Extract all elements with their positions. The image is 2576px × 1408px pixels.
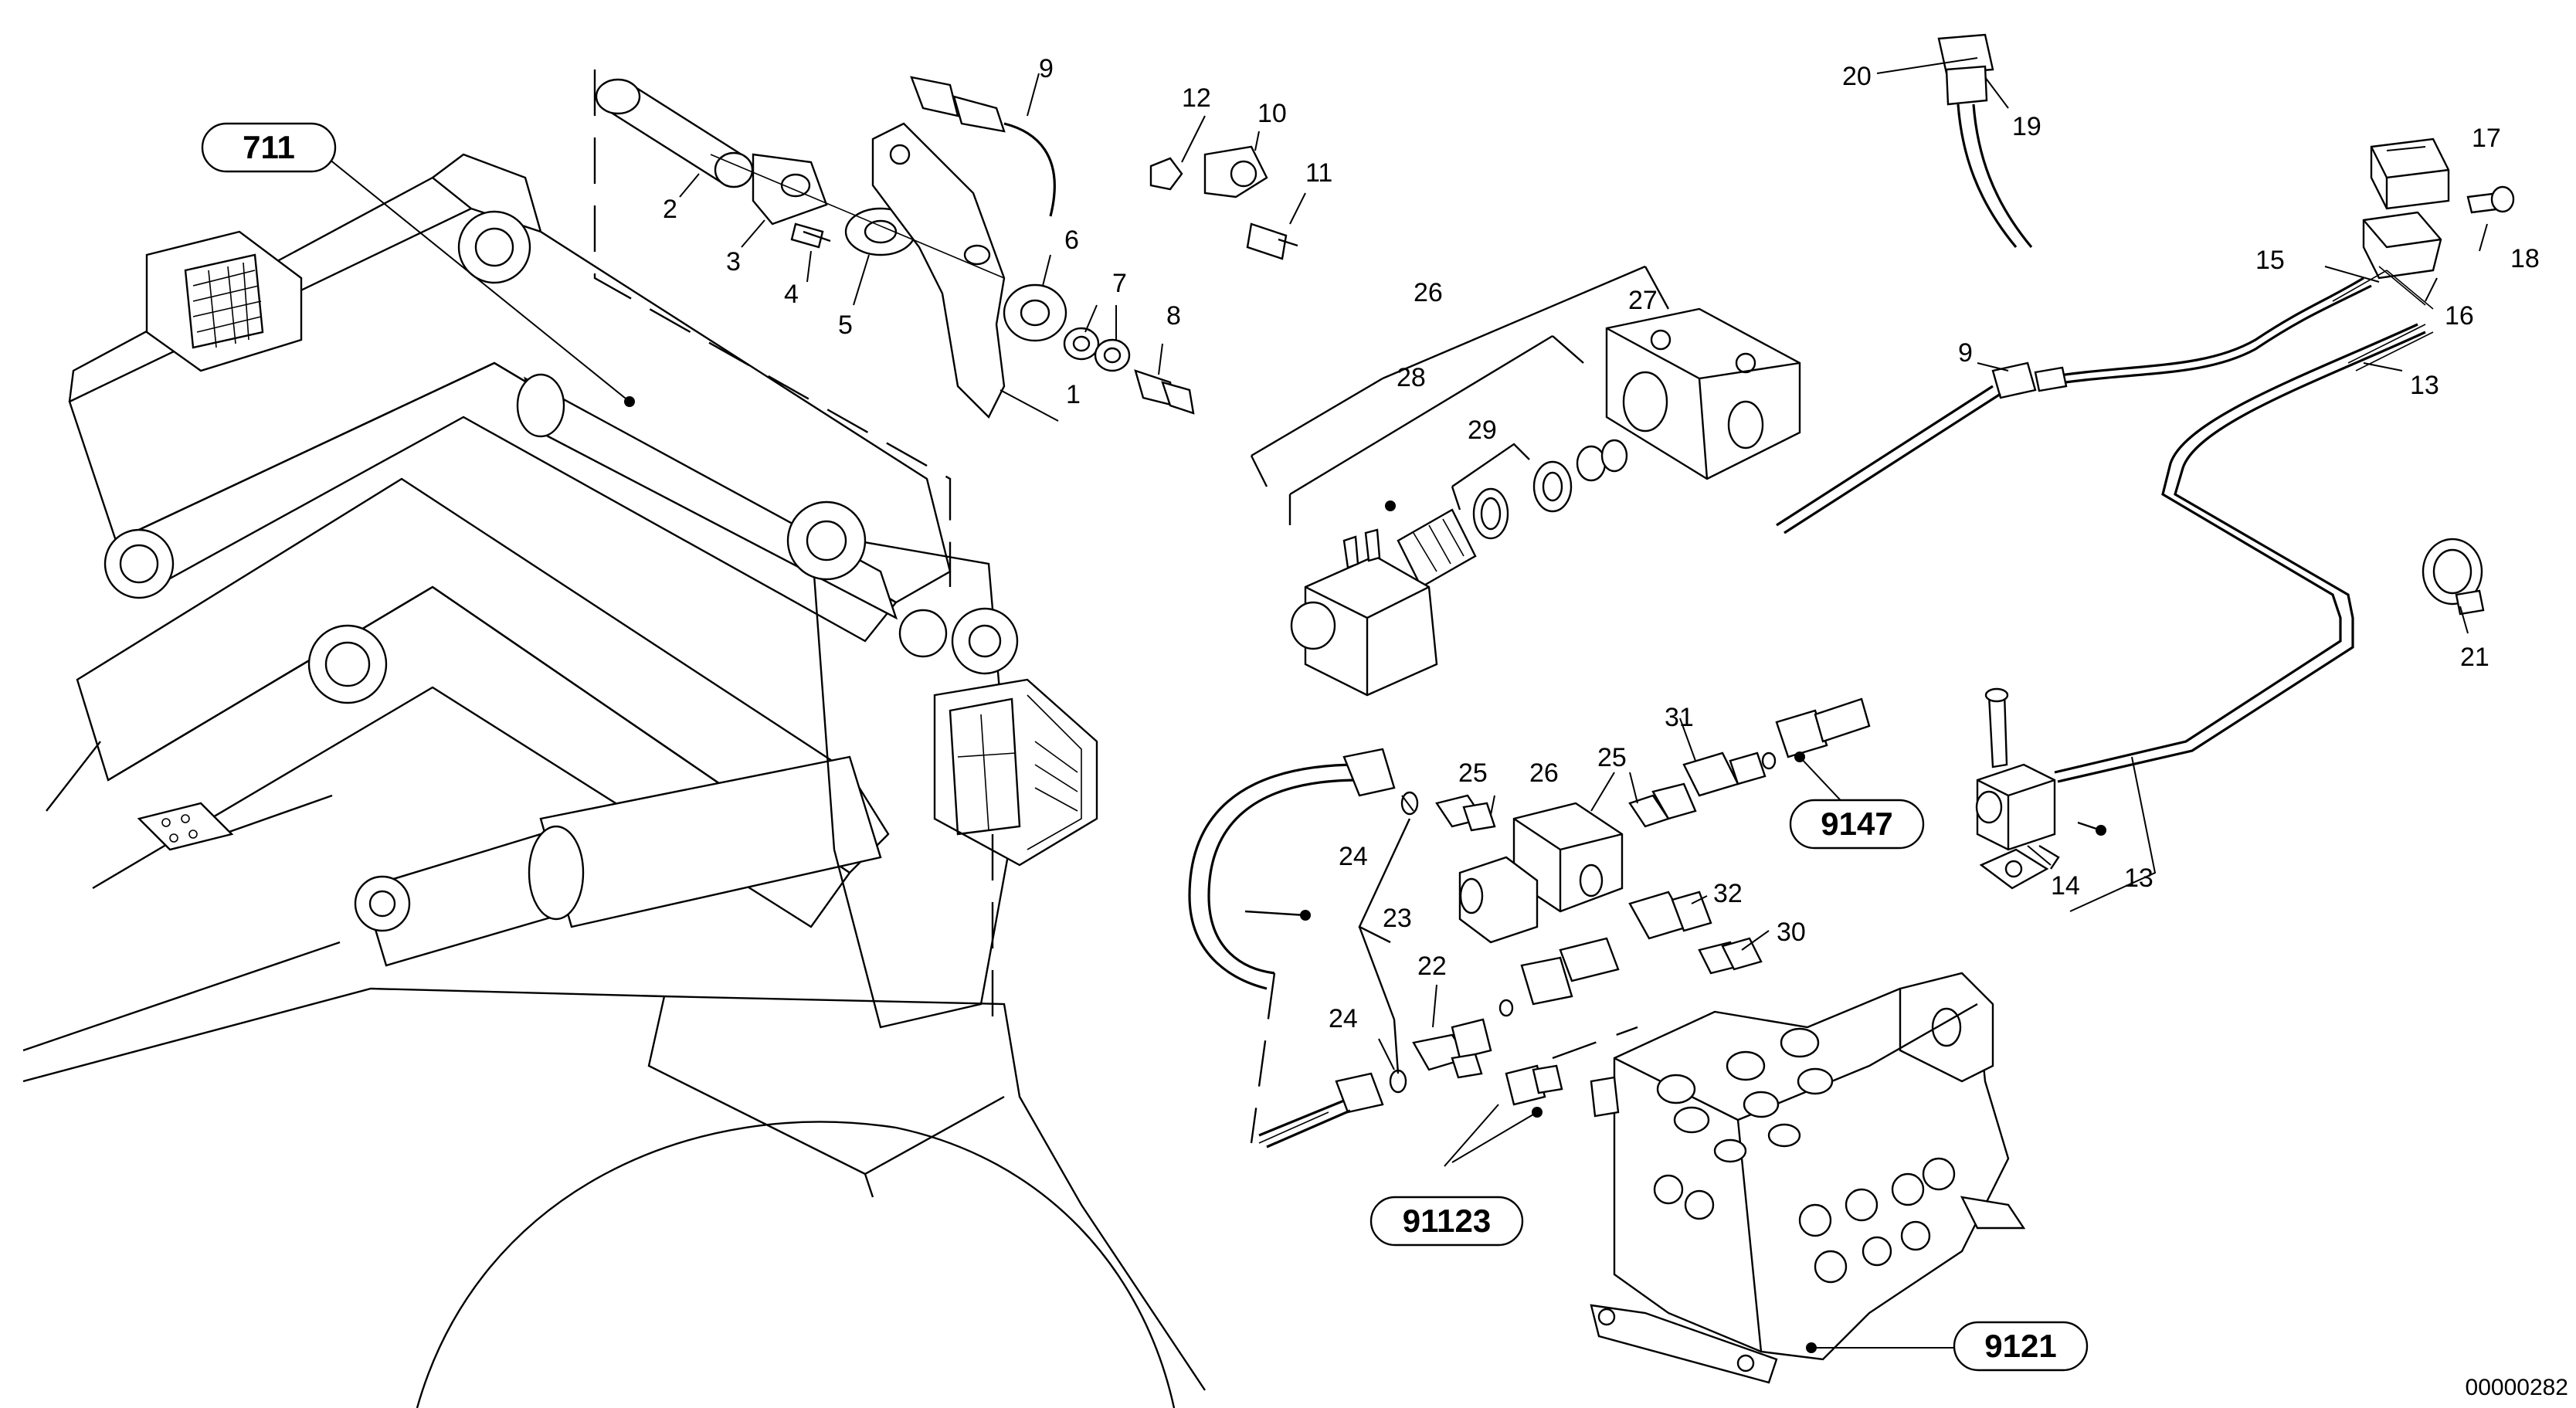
callout-32: 32 xyxy=(1713,879,1743,908)
callout-31: 31 xyxy=(1665,703,1694,732)
callout-1: 1 xyxy=(1066,380,1081,409)
part-number-labels: 1 2 3 4 5 6 7 8 9 9 10 11 12 13 13 14 15… xyxy=(663,54,2540,1033)
callout-19: 19 xyxy=(2012,112,2041,141)
svg-text:711: 711 xyxy=(243,129,295,165)
svg-text:9121: 9121 xyxy=(1984,1328,2056,1364)
callout-15: 15 xyxy=(2255,246,2285,275)
callout-9-harness: 9 xyxy=(1958,338,1973,368)
callout-30: 30 xyxy=(1777,918,1806,947)
callout-25-left: 25 xyxy=(1458,758,1488,788)
callout-12: 12 xyxy=(1182,83,1211,113)
callout-28: 28 xyxy=(1397,363,1426,392)
callout-6: 6 xyxy=(1064,226,1079,255)
reference-9121[interactable]: 9121 xyxy=(1953,1321,2089,1372)
callout-11: 11 xyxy=(1305,158,1332,188)
callout-5: 5 xyxy=(838,310,853,340)
callout-27: 27 xyxy=(1628,286,1658,315)
callout-13-lower: 13 xyxy=(2124,863,2153,893)
drawing-number: 00000282 xyxy=(2466,1375,2568,1400)
callout-24-lower: 24 xyxy=(1329,1004,1358,1033)
callout-2: 2 xyxy=(663,195,677,224)
solenoid-valve-assembly xyxy=(1250,265,1801,697)
svg-text:9147: 9147 xyxy=(1821,806,1892,842)
callout-22: 22 xyxy=(1417,952,1447,981)
callout-17: 17 xyxy=(2472,124,2501,153)
wiring-harness xyxy=(1776,33,2515,890)
reference-711[interactable]: 711 xyxy=(201,122,337,173)
callout-21: 21 xyxy=(2460,643,2489,672)
svg-text:91123: 91123 xyxy=(1403,1203,1491,1239)
callout-26-block: 26 xyxy=(1529,758,1559,788)
callout-26-valve: 26 xyxy=(1414,278,1443,307)
callout-3: 3 xyxy=(726,247,741,277)
callout-20: 20 xyxy=(1842,62,1872,91)
work-light-left xyxy=(145,230,303,372)
callout-23: 23 xyxy=(1383,904,1412,933)
callout-4: 4 xyxy=(784,280,799,309)
work-light-right xyxy=(933,678,1098,867)
callout-9-sensor: 9 xyxy=(1039,54,1054,83)
callout-7: 7 xyxy=(1112,269,1127,298)
loader-frame-drawing xyxy=(22,70,1206,1408)
callout-10: 10 xyxy=(1257,99,1287,128)
callout-18: 18 xyxy=(2510,244,2540,273)
pedal-sensor-assembly xyxy=(595,76,1298,419)
callout-16: 16 xyxy=(2445,301,2474,331)
callout-25-right: 25 xyxy=(1597,743,1627,772)
callout-8: 8 xyxy=(1166,301,1181,331)
reference-9147[interactable]: 9147 xyxy=(1789,799,1925,850)
callout-14: 14 xyxy=(2051,871,2080,901)
control-valve-body xyxy=(1590,972,2026,1384)
callout-29: 29 xyxy=(1468,416,1497,445)
reference-labels: 711 9147 91123 9121 xyxy=(201,122,2089,1372)
callout-13-upper: 13 xyxy=(2410,371,2439,400)
hydraulic-fittings xyxy=(1188,697,1871,1148)
reference-91123[interactable]: 91123 xyxy=(1369,1196,1524,1247)
callout-24-upper: 24 xyxy=(1339,842,1368,871)
